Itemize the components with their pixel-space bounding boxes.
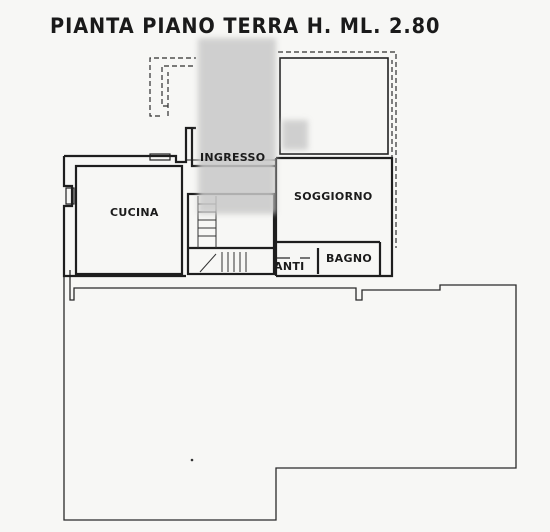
room-label-cucina: CUCINA bbox=[110, 206, 159, 219]
porch-dashed bbox=[149, 51, 397, 248]
openings bbox=[65, 153, 310, 259]
blurred-region-small bbox=[282, 120, 308, 150]
blurred-region bbox=[198, 38, 276, 214]
upper-right-room bbox=[279, 57, 389, 155]
room-label-soggiorno: SOGGIORNO bbox=[294, 190, 373, 203]
plan-title: PIANTA PIANO TERRA H. ML. 2.80 bbox=[50, 14, 441, 38]
room-label-bagno: BAGNO bbox=[326, 252, 372, 265]
room-label-anti: ANTI bbox=[274, 260, 305, 273]
terrace-outline bbox=[63, 270, 517, 521]
room-label-ingresso: INGRESSO bbox=[200, 151, 266, 164]
house-walls bbox=[62, 126, 394, 278]
